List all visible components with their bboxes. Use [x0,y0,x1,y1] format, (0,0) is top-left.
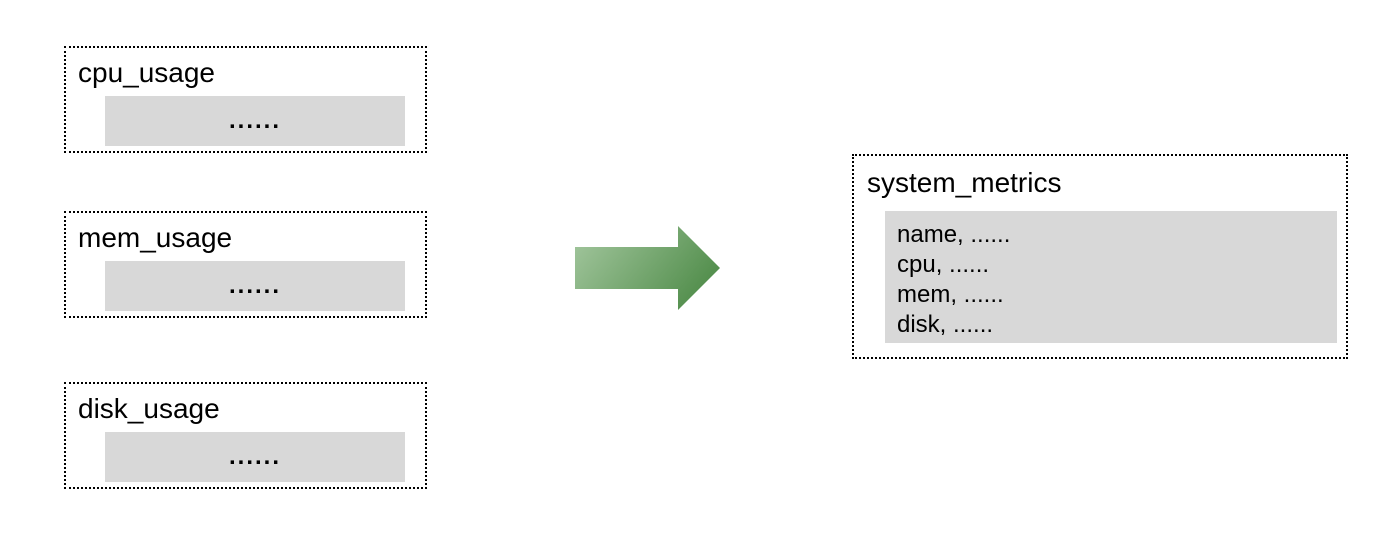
ellipsis-text: ...... [228,443,281,470]
table-title: system_metrics [867,167,1062,198]
table-row: cpu, ...... [897,251,990,278]
table-title: cpu_usage [78,57,216,88]
table-row: mem, ...... [897,281,1004,308]
source-table-cpu-usage: cpu_usage ...... [64,46,427,153]
table-title: mem_usage [78,222,233,253]
ellipsis-text: ...... [228,107,281,134]
source-table-disk-usage: disk_usage ...... [64,382,427,489]
ellipsis-text: ...... [228,272,281,299]
result-table-rows-panel: name, ...... cpu, ...... mem, ...... dis… [885,211,1337,343]
merge-arrow-icon [575,226,720,310]
table-rows-placeholder: ...... [105,261,405,311]
table-row: name, ...... [897,221,1011,248]
table-rows-placeholder: ...... [105,96,405,146]
source-table-mem-usage: mem_usage ...... [64,211,427,318]
result-table-system-metrics: system_metrics name, ...... cpu, ...... … [852,154,1348,359]
table-row: disk, ...... [897,311,994,338]
table-rows-placeholder: ...... [105,432,405,482]
table-title: disk_usage [78,393,220,424]
